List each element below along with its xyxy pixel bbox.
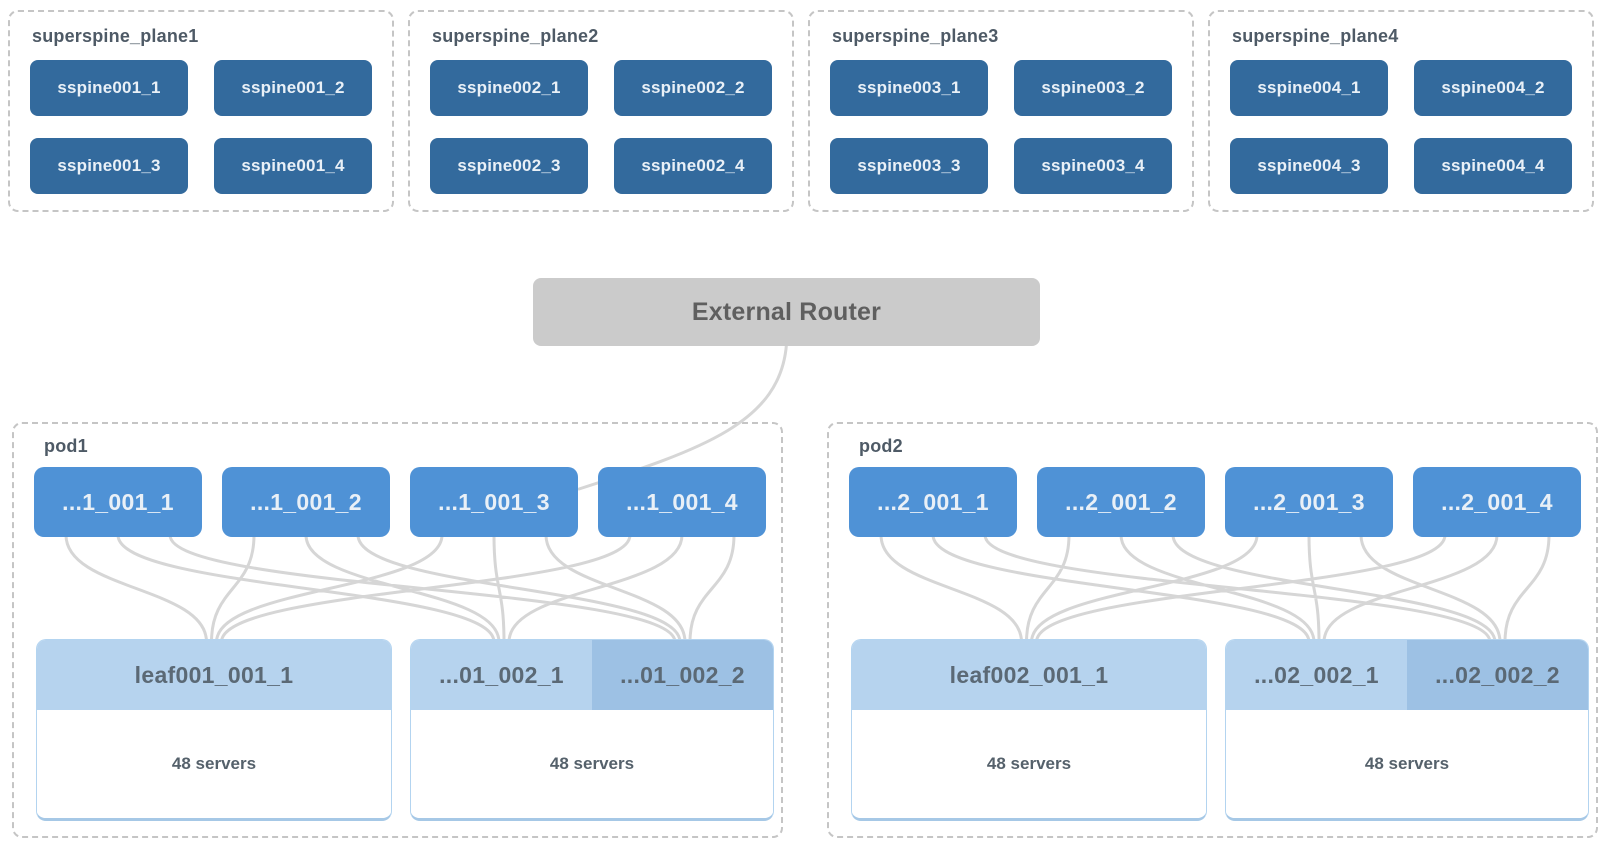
spine-row: ...2_001_1 ...2_001_2 ...2_001_3 ...2_00… bbox=[849, 467, 1581, 537]
server-count: 48 servers bbox=[37, 710, 391, 818]
superspine-node[interactable]: sspine003_3 bbox=[830, 138, 988, 194]
leaf-label[interactable]: leaf002_001_1 bbox=[852, 640, 1206, 710]
superspine-grid: sspine003_1 sspine003_2 sspine003_3 sspi… bbox=[830, 60, 1172, 194]
plane-title: superspine_plane4 bbox=[1232, 26, 1399, 46]
server-count: 48 servers bbox=[852, 710, 1206, 818]
superspine-node[interactable]: sspine001_1 bbox=[30, 60, 188, 116]
leaf-node: leaf002_001_1 48 servers bbox=[851, 639, 1207, 821]
leaf-label[interactable]: ...02_002_2 bbox=[1407, 640, 1588, 710]
superspine-node[interactable]: sspine002_1 bbox=[430, 60, 588, 116]
superspine-node[interactable]: sspine004_4 bbox=[1414, 138, 1572, 194]
superspine-node[interactable]: sspine001_4 bbox=[214, 138, 372, 194]
superspine-grid: sspine002_1 sspine002_2 sspine002_3 sspi… bbox=[430, 60, 772, 194]
spine-node[interactable]: ...2_001_1 bbox=[849, 467, 1017, 537]
superspine-plane-1: superspine_plane1 sspine001_1 sspine001_… bbox=[8, 10, 394, 212]
leaf-pair-header: ...01_002_1 ...01_002_2 bbox=[411, 640, 773, 710]
superspine-node[interactable]: sspine004_1 bbox=[1230, 60, 1388, 116]
leaf-label[interactable]: ...02_002_1 bbox=[1226, 640, 1407, 710]
spine-node[interactable]: ...2_001_3 bbox=[1225, 467, 1393, 537]
leaf-pair-node: ...02_002_1 ...02_002_2 48 servers bbox=[1225, 639, 1589, 821]
superspine-grid: sspine004_1 sspine004_2 sspine004_3 sspi… bbox=[1230, 60, 1572, 194]
spine-node[interactable]: ...2_001_2 bbox=[1037, 467, 1205, 537]
superspine-node[interactable]: sspine003_4 bbox=[1014, 138, 1172, 194]
superspine-node[interactable]: sspine002_2 bbox=[614, 60, 772, 116]
spine-node[interactable]: ...2_001_4 bbox=[1413, 467, 1581, 537]
superspine-node[interactable]: sspine001_2 bbox=[214, 60, 372, 116]
superspine-node[interactable]: sspine002_4 bbox=[614, 138, 772, 194]
leaf-label[interactable]: leaf001_001_1 bbox=[37, 640, 391, 710]
leaf-row: leaf001_001_1 48 servers ...01_002_1 ...… bbox=[36, 639, 774, 821]
leaf-node: leaf001_001_1 48 servers bbox=[36, 639, 392, 821]
superspine-node[interactable]: sspine004_3 bbox=[1230, 138, 1388, 194]
leaf-label[interactable]: ...01_002_2 bbox=[592, 640, 773, 710]
leaf-label[interactable]: ...01_002_1 bbox=[411, 640, 592, 710]
pod-1: pod1 ...1_001_1 ...1_001_2 ...1_001_3 ..… bbox=[12, 422, 783, 838]
superspine-plane-4: superspine_plane4 sspine004_1 sspine004_… bbox=[1208, 10, 1594, 212]
superspine-node[interactable]: sspine004_2 bbox=[1414, 60, 1572, 116]
plane-title: superspine_plane2 bbox=[432, 26, 599, 46]
spine-node[interactable]: ...1_001_2 bbox=[222, 467, 390, 537]
leaf-row: leaf002_001_1 48 servers ...02_002_1 ...… bbox=[851, 639, 1589, 821]
leaf-pair-node: ...01_002_1 ...01_002_2 48 servers bbox=[410, 639, 774, 821]
pod-2: pod2 ...2_001_1 ...2_001_2 ...2_001_3 ..… bbox=[827, 422, 1598, 838]
superspine-node[interactable]: sspine001_3 bbox=[30, 138, 188, 194]
pod-title: pod2 bbox=[859, 436, 903, 456]
superspine-node[interactable]: sspine003_1 bbox=[830, 60, 988, 116]
plane-title: superspine_plane3 bbox=[832, 26, 999, 46]
spine-node[interactable]: ...1_001_3 bbox=[410, 467, 578, 537]
superspine-plane-3: superspine_plane3 sspine003_1 sspine003_… bbox=[808, 10, 1194, 212]
spine-row: ...1_001_1 ...1_001_2 ...1_001_3 ...1_00… bbox=[34, 467, 766, 537]
spine-node[interactable]: ...1_001_1 bbox=[34, 467, 202, 537]
superspine-grid: sspine001_1 sspine001_2 sspine001_3 sspi… bbox=[30, 60, 372, 194]
plane-title: superspine_plane1 bbox=[32, 26, 199, 46]
external-router-node[interactable]: External Router bbox=[533, 278, 1040, 346]
superspine-node[interactable]: sspine003_2 bbox=[1014, 60, 1172, 116]
spine-node[interactable]: ...1_001_4 bbox=[598, 467, 766, 537]
superspine-plane-2: superspine_plane2 sspine002_1 sspine002_… bbox=[408, 10, 794, 212]
server-count: 48 servers bbox=[1226, 710, 1588, 818]
pod-title: pod1 bbox=[44, 436, 88, 456]
leaf-pair-header: ...02_002_1 ...02_002_2 bbox=[1226, 640, 1588, 710]
superspine-node[interactable]: sspine002_3 bbox=[430, 138, 588, 194]
server-count: 48 servers bbox=[411, 710, 773, 818]
